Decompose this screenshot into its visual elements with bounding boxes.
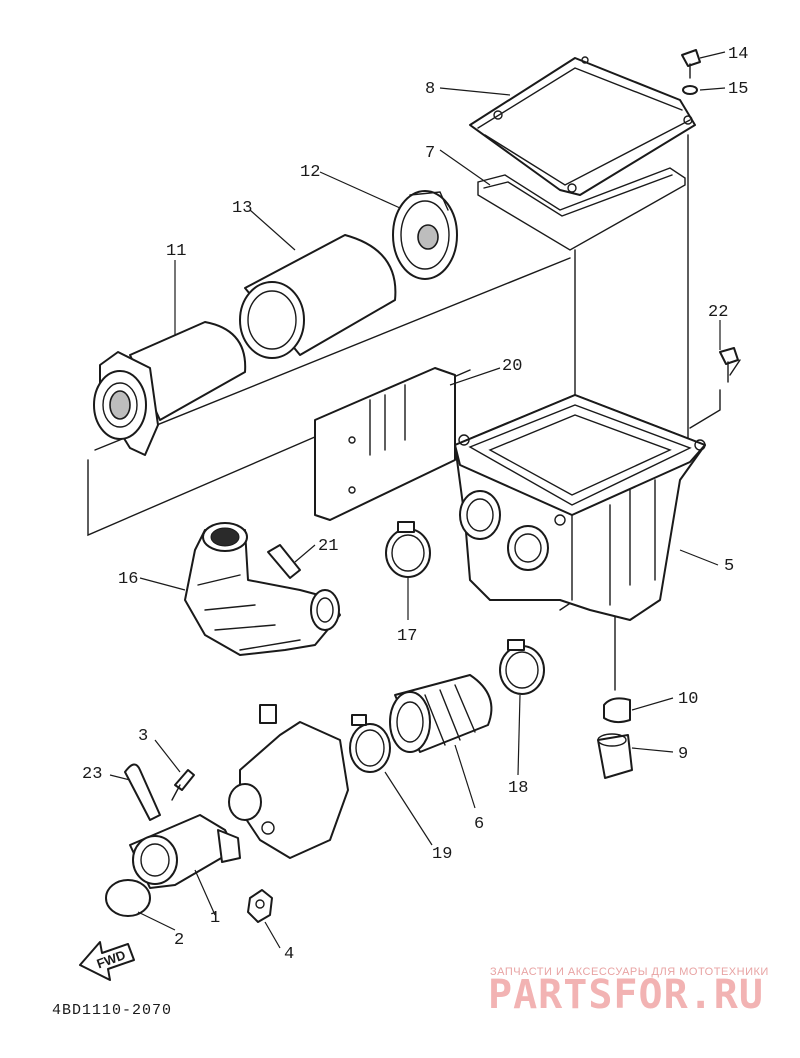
callout-1: 1 <box>210 909 220 928</box>
airbox-lid <box>469 56 696 196</box>
hose-clamp-17 <box>385 521 431 578</box>
air-filter-case <box>454 394 706 621</box>
callout-19: 19 <box>432 845 452 864</box>
watermark: ЗАПЧАСТИ И АКСЕССУАРЫ ДЛЯ МОТОТЕХНИКИ PA… <box>488 966 769 1018</box>
callout-11: 11 <box>166 242 186 261</box>
callout-20: 20 <box>502 357 522 376</box>
callout-13: 13 <box>232 199 252 218</box>
callout-22: 22 <box>708 303 728 322</box>
callout-15: 15 <box>728 80 748 99</box>
callout-2: 2 <box>174 931 184 950</box>
carburetor <box>228 704 349 859</box>
callout-labels: 11 13 12 8 7 14 15 22 20 21 16 17 5 10 9… <box>82 45 748 964</box>
o-ring <box>105 879 151 917</box>
callout-10: 10 <box>678 690 698 709</box>
callout-12: 12 <box>300 163 320 182</box>
leader-lines <box>109 51 726 949</box>
forward-direction-arrow: FWD <box>79 941 135 981</box>
callout-9: 9 <box>678 745 688 764</box>
bolt-14 <box>681 49 701 79</box>
callout-18: 18 <box>508 779 528 798</box>
lid-gasket <box>477 167 686 251</box>
nut <box>247 889 273 923</box>
callout-14: 14 <box>728 45 748 64</box>
hose-clamp-19 <box>349 714 391 773</box>
callout-6: 6 <box>474 815 484 834</box>
callout-8: 8 <box>425 80 435 99</box>
filter-cap <box>392 190 458 280</box>
cable-clamp <box>124 763 161 821</box>
drain-cap <box>597 733 633 779</box>
case-bracket-plate <box>314 367 456 521</box>
bolt-22 <box>719 347 739 383</box>
joint-hose <box>184 522 341 656</box>
callout-16: 16 <box>118 570 138 589</box>
callout-3: 3 <box>138 727 148 746</box>
air-filter-element <box>239 234 397 359</box>
callout-7: 7 <box>425 144 435 163</box>
carburetor-joint <box>389 674 493 753</box>
drawing-code: 4BD1110-2070 <box>52 1002 172 1019</box>
watermark-brand: PARTSFOR.RU <box>488 972 764 1018</box>
filter-guide <box>93 321 247 456</box>
callout-17: 17 <box>397 627 417 646</box>
callout-21: 21 <box>318 537 338 556</box>
watermark-caption: ЗАПЧАСТИ И АКСЕССУАРЫ ДЛЯ МОТОТЕХНИКИ <box>490 966 769 978</box>
callout-23: 23 <box>82 765 102 784</box>
washer-15 <box>682 85 698 95</box>
drain-plug <box>603 697 631 724</box>
callout-4: 4 <box>284 945 294 964</box>
breather-hose <box>267 544 301 579</box>
callout-5: 5 <box>724 557 734 576</box>
hose-clamp-18 <box>499 639 545 695</box>
intake-manifold <box>129 814 241 889</box>
screw <box>171 769 195 801</box>
